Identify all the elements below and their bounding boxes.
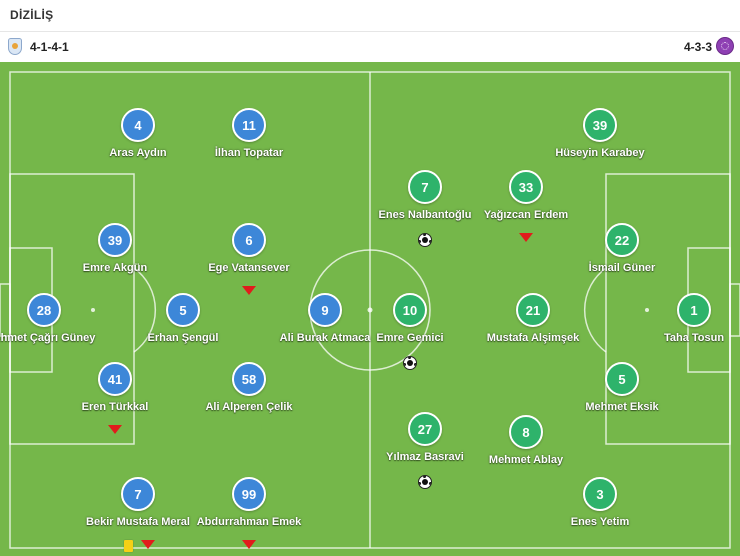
player-number-badge: 28 <box>27 293 61 327</box>
player-name: Ali Alperen Çelik <box>205 401 293 413</box>
player-name: Eren Türkkal <box>81 401 149 413</box>
player-number-badge: 1 <box>677 293 711 327</box>
player-name: Yılmaz Basravi <box>386 451 464 463</box>
substitution-icon <box>242 540 256 549</box>
player-name: Emre Akgün <box>82 262 148 274</box>
away-team-crest-icon <box>716 37 734 55</box>
player-number-badge: 39 <box>98 223 132 257</box>
player-number-badge: 11 <box>232 108 266 142</box>
player-number-badge: 6 <box>232 223 266 257</box>
player-name: Enes Yetim <box>570 516 630 528</box>
substitution-icon <box>108 425 122 434</box>
player-name: Taha Tosun <box>663 332 725 344</box>
goal-ball-icon <box>418 475 432 489</box>
substitution-icon <box>519 233 533 242</box>
substitution-icon <box>141 540 155 549</box>
player-name: Yağızcan Erdem <box>483 209 569 221</box>
player-name: Enes Nalbantoğlu <box>378 209 472 221</box>
player-name: İsmail Güner <box>588 262 656 274</box>
player-number-badge: 39 <box>583 108 617 142</box>
player-number-badge: 21 <box>516 293 550 327</box>
player-name: Bekir Mustafa Meral <box>86 516 190 528</box>
player-name: Emre Gemici <box>376 332 444 344</box>
player-number-badge: 3 <box>583 477 617 511</box>
player-number-badge: 5 <box>166 293 200 327</box>
home-team-crest-icon <box>8 38 22 55</box>
player-name: Erhan Şengül <box>147 332 219 344</box>
away-formation: 4-3-3 <box>683 40 712 54</box>
player-name: Hüseyin Karabey <box>555 147 645 159</box>
pitch-markings <box>0 71 740 549</box>
player-name: Aras Aydın <box>109 147 167 159</box>
player-number-badge: 58 <box>232 362 266 396</box>
player-number-badge: 4 <box>121 108 155 142</box>
formation-bar: 4-1-4-1 4-3-3 <box>0 31 740 63</box>
goal-ball-icon <box>403 356 417 370</box>
player-number-badge: 33 <box>509 170 543 204</box>
yellow-card-icon <box>123 540 133 552</box>
player-name: Mehmet Eksik <box>585 401 659 413</box>
player-name: İlhan Topatar <box>214 147 284 159</box>
goal-ball-icon <box>418 233 432 247</box>
player-number-badge: 22 <box>605 223 639 257</box>
lineup-section-title: DİZİLİŞ <box>10 8 54 22</box>
home-formation: 4-1-4-1 <box>30 40 69 54</box>
player-number-badge: 9 <box>308 293 342 327</box>
player-name: Mehmet Ablay <box>488 454 564 466</box>
player-name: Ege Vatansever <box>208 262 290 274</box>
player-name: Ahmet Çağrı Güney <box>0 332 96 344</box>
player-number-badge: 5 <box>605 362 639 396</box>
player-name: Mustafa Alşimşek <box>486 332 580 344</box>
player-number-badge: 10 <box>393 293 427 327</box>
player-number-badge: 41 <box>98 362 132 396</box>
player-number-badge: 7 <box>121 477 155 511</box>
player-number-badge: 27 <box>408 412 442 446</box>
player-number-badge: 99 <box>232 477 266 511</box>
player-number-badge: 8 <box>509 415 543 449</box>
player-name: Abdurrahman Emek <box>196 516 302 528</box>
player-name: Ali Burak Atmaca <box>279 332 371 344</box>
substitution-icon <box>242 286 256 295</box>
player-number-badge: 7 <box>408 170 442 204</box>
